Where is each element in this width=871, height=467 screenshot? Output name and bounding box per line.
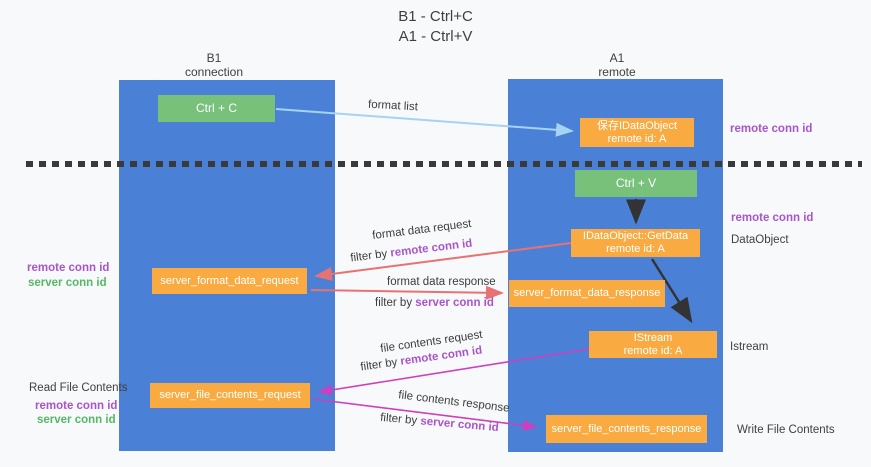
arrow-format-data-response: [310, 285, 504, 300]
title-line-2: A1 - Ctrl+V: [398, 28, 473, 45]
column-a1-role: remote: [598, 65, 636, 79]
server-conn-id-text: server conn id: [415, 297, 494, 309]
label-filter-by-server-2: filter by server conn id: [380, 412, 499, 434]
node-idataobject-getdata: IDataObject::GetData remote id: A: [571, 229, 700, 257]
node-getdata-line1: IDataObject::GetData: [582, 230, 689, 242]
column-header-b1: B1 connection: [154, 51, 274, 79]
node-ctrl-v: Ctrl + V: [575, 170, 697, 197]
node-format-response-label: server_format_data_response: [513, 287, 661, 299]
node-istream: IStream remote id: A: [589, 331, 717, 358]
filter-by-text: filter by: [349, 248, 388, 265]
annotation-istream: Istream: [730, 341, 769, 353]
node-server-format-data-request: server_format_data_request: [152, 268, 307, 294]
session-divider-dashed-line: [26, 161, 862, 167]
node-ctrl-v-label: Ctrl + V: [615, 176, 657, 190]
annotation-write-file-contents: Write File Contents: [737, 424, 835, 436]
node-istream-line1: IStream: [633, 331, 673, 344]
column-b1-role: connection: [184, 65, 244, 79]
node-file-request-label: server_file_contents_request: [159, 389, 301, 401]
node-ctrl-c: Ctrl + C: [158, 95, 275, 122]
annotation-left-bottom-server-conn-id: server conn id: [37, 414, 116, 426]
node-file-response-label: server_file_contents_response: [551, 422, 702, 435]
filter-by-text: filter by: [375, 297, 413, 309]
node-save-line2: remote id: A: [607, 132, 667, 145]
node-save-idataobject: 保存IDataObject remote id: A: [580, 118, 694, 147]
label-format-data-response: format data response: [387, 276, 496, 288]
node-ctrl-c-label: Ctrl + C: [195, 101, 237, 115]
column-header-a1: A1 remote: [557, 51, 677, 79]
filter-by-text: filter by: [379, 411, 418, 428]
filter-by-text: filter by: [359, 356, 399, 374]
title-line-1: B1 - Ctrl+C: [398, 8, 473, 25]
column-a1-name: A1: [609, 51, 625, 65]
diagram-title: B1 - Ctrl+C A1 - Ctrl+V: [0, 7, 871, 47]
label-file-contents-response: file contents response: [397, 389, 511, 415]
remote-conn-id-text: remote conn id: [389, 237, 473, 260]
column-b1-name: B1: [206, 51, 222, 65]
annotation-left-remote-conn-id: remote conn id: [27, 262, 110, 274]
label-filter-by-remote-1: filter by remote conn id: [350, 238, 473, 265]
node-getdata-line2: remote id: A: [606, 243, 665, 255]
node-server-file-contents-response: server_file_contents_response: [546, 415, 707, 443]
label-filter-by-server-1: filter by server conn id: [375, 297, 494, 309]
node-format-request-label: server_format_data_request: [160, 274, 299, 287]
server-conn-id-text: server conn id: [419, 415, 500, 435]
annotation-remote-conn-id-mid: remote conn id: [731, 212, 814, 224]
label-format-list: format list: [367, 98, 419, 114]
annotation-remote-conn-id-top: remote conn id: [730, 123, 813, 135]
annotation-left-server-conn-id: server conn id: [28, 277, 107, 289]
node-server-format-data-response: server_format_data_response: [509, 280, 665, 307]
node-save-line1: 保存IDataObject: [596, 119, 678, 132]
annotation-left-bottom-remote-conn-id: remote conn id: [35, 400, 118, 412]
node-istream-line2: remote id: A: [623, 344, 683, 357]
annotation-read-file-contents: Read File Contents: [29, 382, 128, 394]
annotation-dataobject: DataObject: [731, 234, 789, 246]
node-server-file-contents-request: server_file_contents_request: [150, 383, 310, 408]
